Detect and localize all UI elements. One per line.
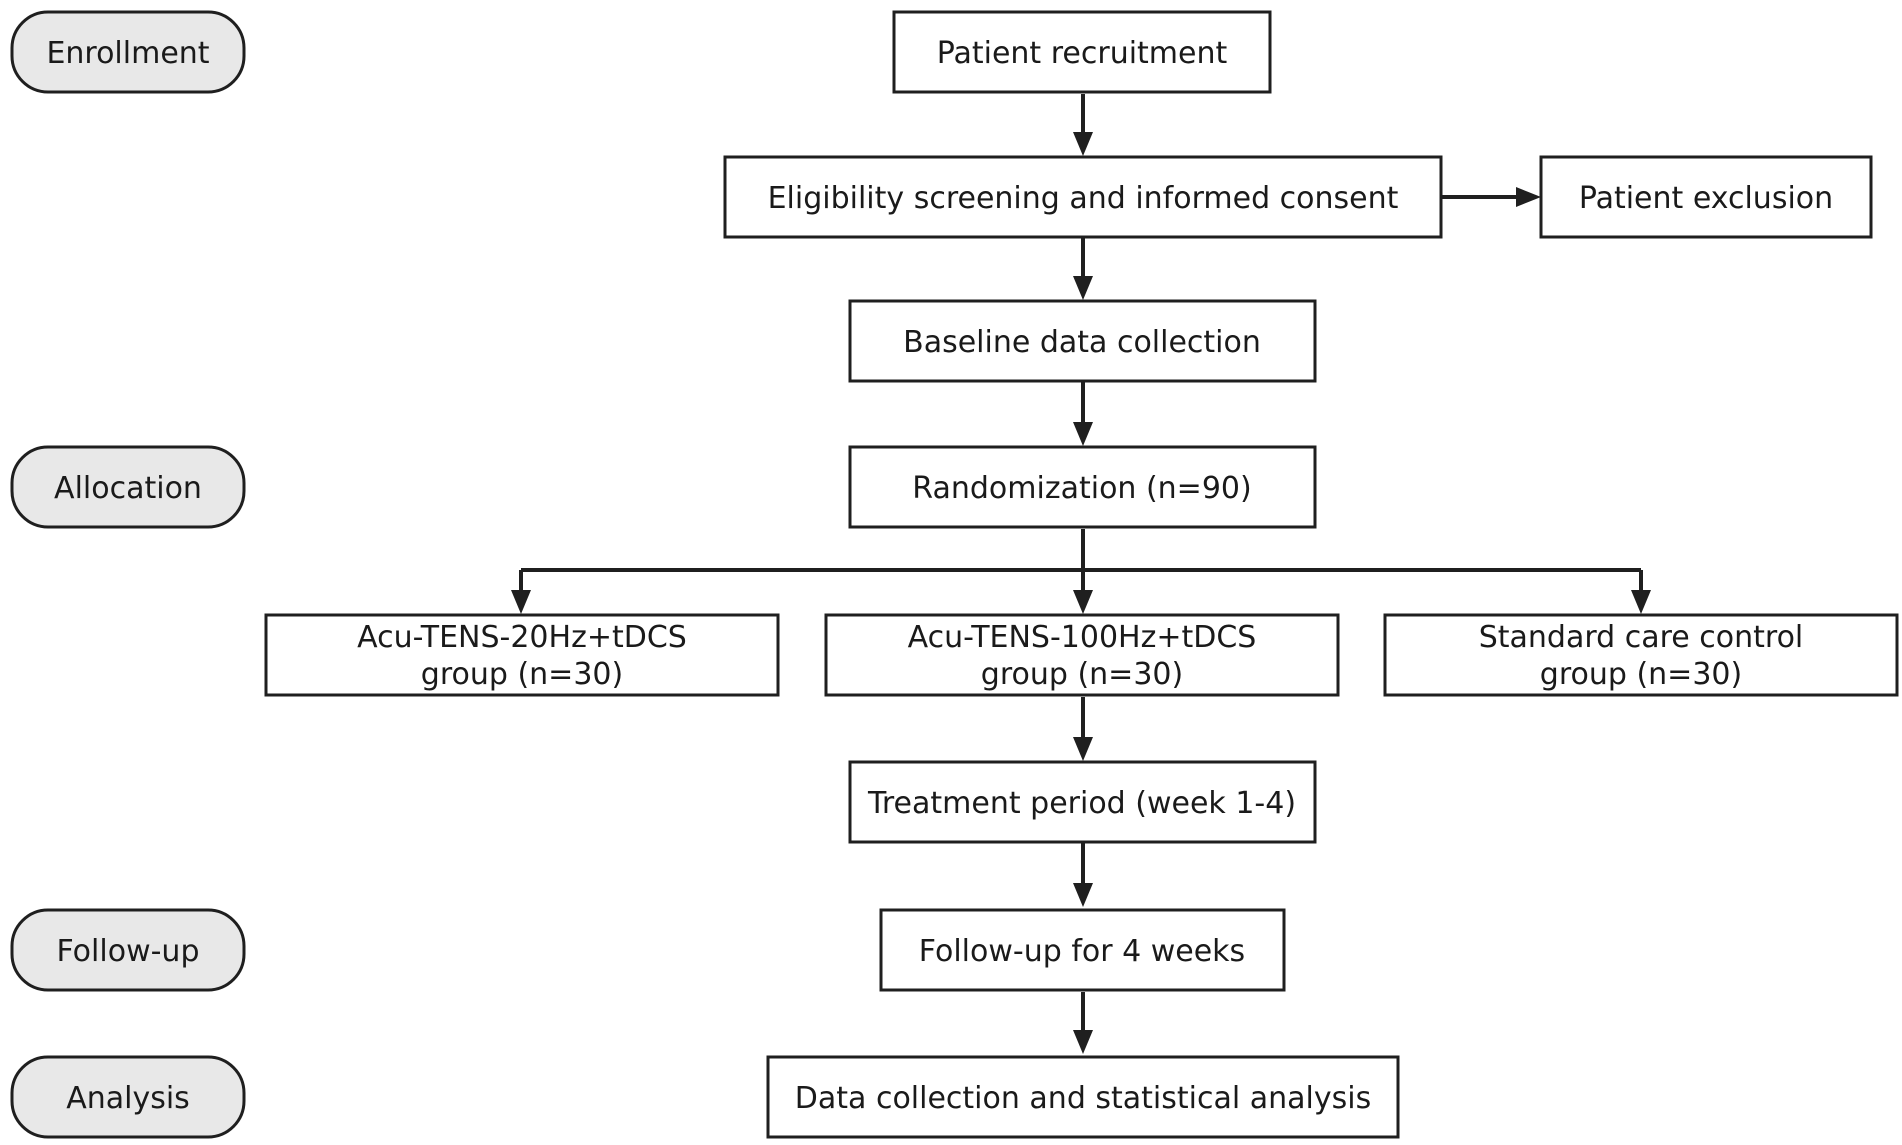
box-data-collection-analysis: Data collection and statistical analysis — [766, 1055, 1400, 1139]
box-group-100hz-line1: Acu-TENS-100Hz+tDCS — [908, 620, 1257, 655]
arrowhead-branch-100hz — [1073, 590, 1093, 614]
box-randomization-label: Randomization (n=90) — [912, 471, 1251, 506]
connectors — [511, 94, 1651, 1054]
stage-analysis-label: Analysis — [66, 1081, 190, 1116]
stage-allocation: Allocation — [10, 445, 246, 529]
arrowhead-eligibility-exclusion — [1516, 187, 1541, 207]
box-group-control: Standard care control group (n=30) — [1383, 613, 1899, 697]
arrowhead-followup-analysis — [1073, 1030, 1093, 1054]
box-follow-up-4-weeks-label: Follow-up for 4 weeks — [919, 934, 1245, 969]
stage-enrollment: Enrollment — [10, 10, 246, 94]
arrowhead-recruitment-eligibility — [1073, 132, 1093, 156]
stage-allocation-label: Allocation — [54, 471, 202, 506]
box-randomization: Randomization (n=90) — [848, 445, 1317, 529]
arrowhead-100hz-treatment — [1073, 737, 1093, 761]
box-group-20hz: Acu-TENS-20Hz+tDCS group (n=30) — [264, 613, 780, 697]
box-group-20hz-line2: group (n=30) — [421, 657, 623, 692]
stage-follow-up-label: Follow-up — [57, 934, 200, 969]
box-patient-recruitment-label: Patient recruitment — [937, 36, 1228, 71]
arrowhead-branch-20hz — [511, 590, 531, 614]
box-patient-exclusion-label: Patient exclusion — [1579, 181, 1833, 216]
arrowhead-baseline-randomization — [1073, 422, 1093, 446]
box-baseline-data-collection-label: Baseline data collection — [903, 325, 1261, 360]
box-group-control-line2: group (n=30) — [1540, 657, 1742, 692]
stage-analysis: Analysis — [10, 1055, 246, 1139]
box-treatment-period: Treatment period (week 1-4) — [848, 760, 1317, 844]
stage-follow-up: Follow-up — [10, 908, 246, 992]
box-eligibility-screening-label: Eligibility screening and informed conse… — [768, 181, 1399, 216]
box-data-collection-analysis-label: Data collection and statistical analysis — [795, 1081, 1371, 1116]
box-follow-up-4-weeks: Follow-up for 4 weeks — [879, 908, 1286, 992]
box-group-100hz-line2: group (n=30) — [981, 657, 1183, 692]
stage-enrollment-label: Enrollment — [46, 36, 209, 71]
box-patient-exclusion: Patient exclusion — [1539, 155, 1873, 239]
box-group-20hz-line1: Acu-TENS-20Hz+tDCS — [357, 620, 687, 655]
box-eligibility-screening: Eligibility screening and informed conse… — [723, 155, 1443, 239]
box-group-control-line1: Standard care control — [1479, 620, 1804, 655]
arrowhead-eligibility-baseline — [1073, 276, 1093, 300]
arrowhead-treatment-followup — [1073, 883, 1093, 907]
box-group-100hz: Acu-TENS-100Hz+tDCS group (n=30) — [824, 613, 1340, 697]
box-patient-recruitment: Patient recruitment — [892, 10, 1272, 94]
box-treatment-period-label: Treatment period (week 1-4) — [867, 786, 1296, 821]
arrowhead-branch-control — [1631, 590, 1651, 614]
box-baseline-data-collection: Baseline data collection — [848, 299, 1317, 383]
